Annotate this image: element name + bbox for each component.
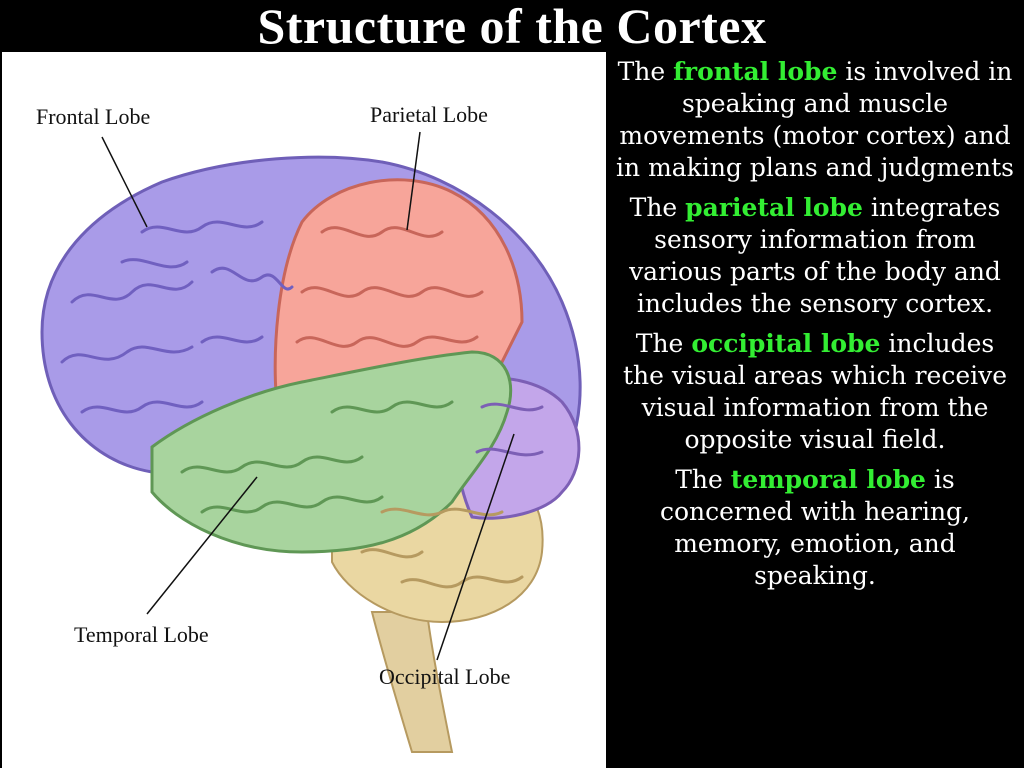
temporal-lobe bbox=[150, 350, 513, 554]
parietal-description: The parietal lobe integrates sensory inf… bbox=[612, 192, 1018, 320]
parietal-lobe-label: Parietal Lobe bbox=[370, 102, 488, 127]
temporal-lobe-label: Temporal Lobe bbox=[74, 622, 209, 647]
occipital-lobe-label: Occipital Lobe bbox=[379, 664, 511, 689]
description-prefix: The bbox=[635, 329, 692, 358]
description-panel: The frontal lobe is involved in speaking… bbox=[606, 52, 1024, 768]
gyri-lines bbox=[60, 220, 544, 589]
description-text: includes the visual areas which receive … bbox=[622, 329, 1008, 454]
description-prefix: The bbox=[675, 465, 731, 494]
brain-stem bbox=[370, 611, 454, 753]
frontal-lobe-label: Frontal Lobe bbox=[36, 104, 151, 129]
term-frontal-lobe: frontal lobe bbox=[673, 57, 838, 86]
temporal-leader-line bbox=[146, 476, 258, 615]
description-prefix: The bbox=[617, 57, 674, 86]
description-prefix: The bbox=[629, 193, 686, 222]
term-temporal-lobe: temporal lobe bbox=[730, 465, 926, 494]
description-text: is concerned with hearing, memory, emoti… bbox=[659, 465, 971, 590]
temporal-description: The temporal lobe is concerned with hear… bbox=[612, 464, 1018, 592]
frontal-leader-line bbox=[101, 136, 148, 228]
brain-figure: Frontal Lobe Parietal Lobe Temporal Lobe… bbox=[2, 52, 606, 768]
occipital-leader-line bbox=[436, 433, 515, 661]
slide-title: Structure of the Cortex bbox=[257, 0, 767, 54]
description-text: is involved in speaking and muscle movem… bbox=[616, 57, 1014, 182]
frontal-description: The frontal lobe is involved in speaking… bbox=[612, 56, 1018, 184]
parietal-leader-line bbox=[406, 131, 421, 231]
term-occipital-lobe: occipital lobe bbox=[691, 329, 881, 358]
description-text: integrates sensory information from vari… bbox=[629, 193, 1001, 318]
occipital-description: The occipital lobe includes the visual a… bbox=[612, 328, 1018, 456]
brain-illustration bbox=[40, 131, 582, 753]
term-parietal-lobe: parietal lobe bbox=[685, 193, 863, 222]
